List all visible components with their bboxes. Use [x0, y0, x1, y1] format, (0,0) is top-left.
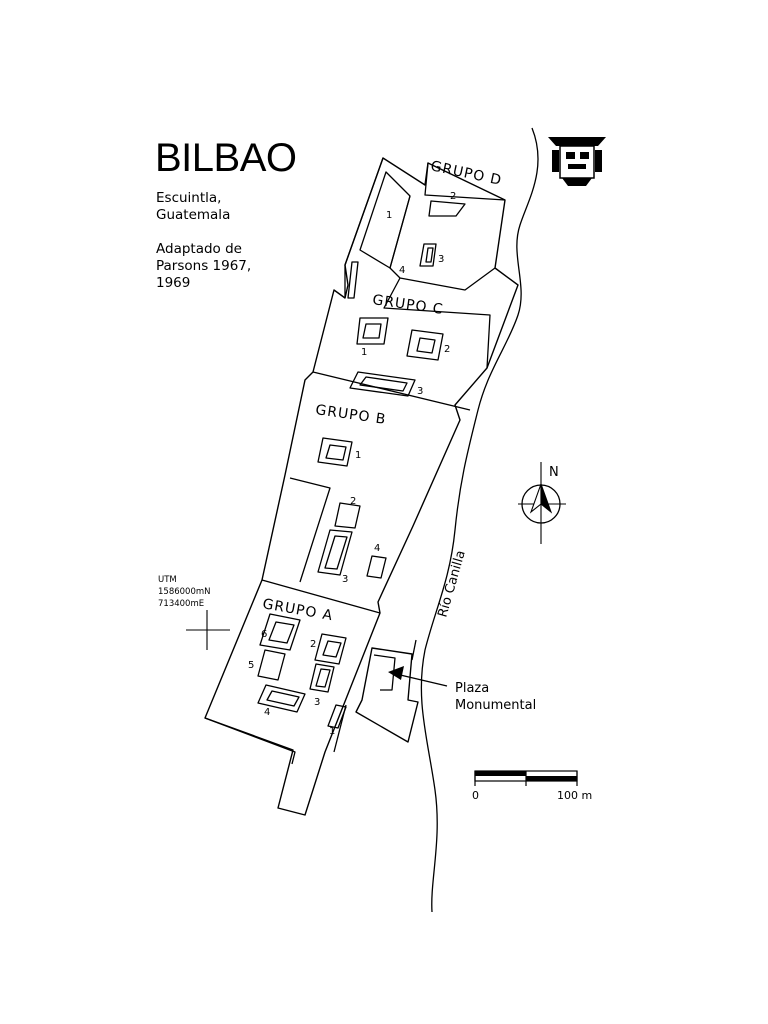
group-b-num-2: 2 [350, 496, 356, 507]
group-c-num-2: 2 [444, 344, 450, 355]
group-c-num-3: 3 [417, 386, 423, 397]
scale-end-label: 100 m [557, 789, 592, 802]
plaza-label-line-1: Plaza [455, 681, 489, 696]
river-label: Río Canilla [435, 549, 468, 619]
scale-bar [474, 770, 578, 786]
group-a-num-4: 4 [264, 707, 270, 718]
source-line-3: 1969 [156, 275, 190, 291]
river-bank [420, 127, 539, 913]
source-line-2: Parsons 1967, [156, 258, 251, 274]
scale-start-label: 0 [472, 789, 479, 802]
location-line-1: Escuintla, [156, 190, 221, 206]
location-line-2: Guatemala [156, 207, 230, 223]
plaza-label-line-2: Monumental [455, 698, 536, 713]
north-arrow-icon [518, 462, 566, 544]
source-line-1: Adaptado de [156, 241, 242, 257]
group-d-num-4: 4 [399, 265, 405, 276]
utm-easting: 713400mE [158, 599, 204, 609]
group-b-num-3: 3 [342, 574, 348, 585]
map-title: BILBAO [155, 136, 297, 180]
north-label: N [549, 465, 559, 480]
group-b-num-4: 4 [374, 543, 380, 554]
group-d-num-3: 3 [438, 254, 444, 265]
group-b-num-1: 1 [355, 450, 361, 461]
mask-logo-icon [548, 137, 606, 186]
utm-label: UTM [158, 575, 177, 585]
group-a-num-5: 5 [248, 660, 254, 671]
plaza-monumental: Plaza Monumental [333, 639, 536, 753]
utm-crosshair-icon [186, 610, 230, 650]
group-a-num-6: 6 [261, 629, 267, 640]
group-c-num-1: 1 [361, 347, 367, 358]
group-a-num-1: 1 [329, 726, 335, 737]
group-d-num-1: 1 [386, 210, 392, 221]
main-platform-outline [204, 157, 519, 816]
group-a-num-2: 2 [310, 639, 316, 650]
group-d-num-2: 2 [450, 191, 456, 202]
utm-northing: 1586000mN [158, 587, 211, 597]
group-a-num-3: 3 [314, 697, 320, 708]
